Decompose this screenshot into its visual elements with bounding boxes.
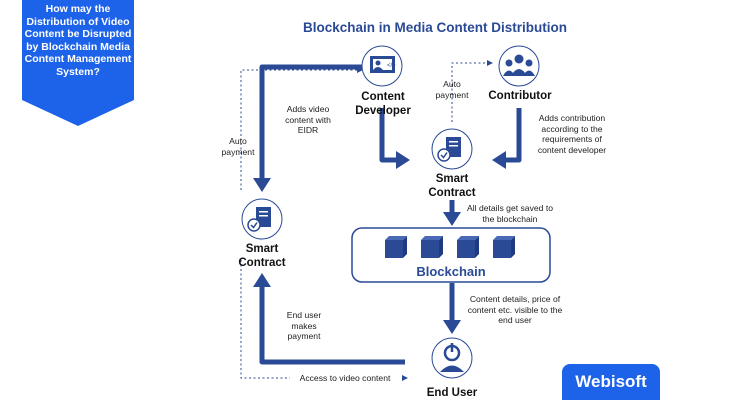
auto-payment-left-note: Auto payment bbox=[221, 136, 255, 157]
arrow-developer-to-contract bbox=[379, 108, 398, 163]
auto-payment-top-note: Auto payment bbox=[435, 79, 469, 100]
question-banner: How may the Distribution of Video Conten… bbox=[22, 0, 134, 126]
end-user-icon bbox=[431, 337, 473, 379]
end-user-label: End User bbox=[426, 387, 478, 399]
adds-contribution-note: Adds contribution according to the requi… bbox=[537, 113, 607, 155]
banner-text: How may the Distribution of Video Conten… bbox=[24, 3, 132, 78]
svg-text:</>: </> bbox=[387, 63, 396, 69]
end-user-pays-note: End user makes payment bbox=[286, 310, 322, 341]
adds-video-note: Adds video content with EIDR bbox=[285, 104, 331, 135]
content-details-note: Content details, price of content etc. v… bbox=[467, 294, 563, 325]
smart-contract-icon bbox=[431, 128, 473, 170]
diagram-title: Blockchain in Media Content Distribution bbox=[302, 20, 567, 35]
smart-contract-left-label: Smart Contract bbox=[238, 243, 286, 269]
smart-contract-icon bbox=[241, 198, 283, 240]
contributor-label: Contributor bbox=[488, 90, 552, 102]
arrow-enduser-to-left-contract bbox=[259, 285, 405, 365]
content-developer-label: Content Developer bbox=[355, 91, 411, 117]
blockchain-blocks bbox=[385, 236, 515, 258]
contributor-icon bbox=[498, 45, 540, 87]
smart-contract-center-label: Smart Contract bbox=[428, 173, 476, 199]
blockchain-label: Blockchain bbox=[416, 264, 486, 279]
details-saved-note: All details get saved to the blockchain bbox=[467, 203, 553, 224]
arrow-developer-to-left-contract bbox=[259, 64, 362, 179]
arrow-contributor-to-contract bbox=[504, 108, 522, 163]
access-video-note: Access to video content bbox=[290, 373, 400, 384]
content-developer-icon: </> bbox=[361, 45, 403, 87]
brand-logo: Webisoft bbox=[562, 364, 660, 400]
